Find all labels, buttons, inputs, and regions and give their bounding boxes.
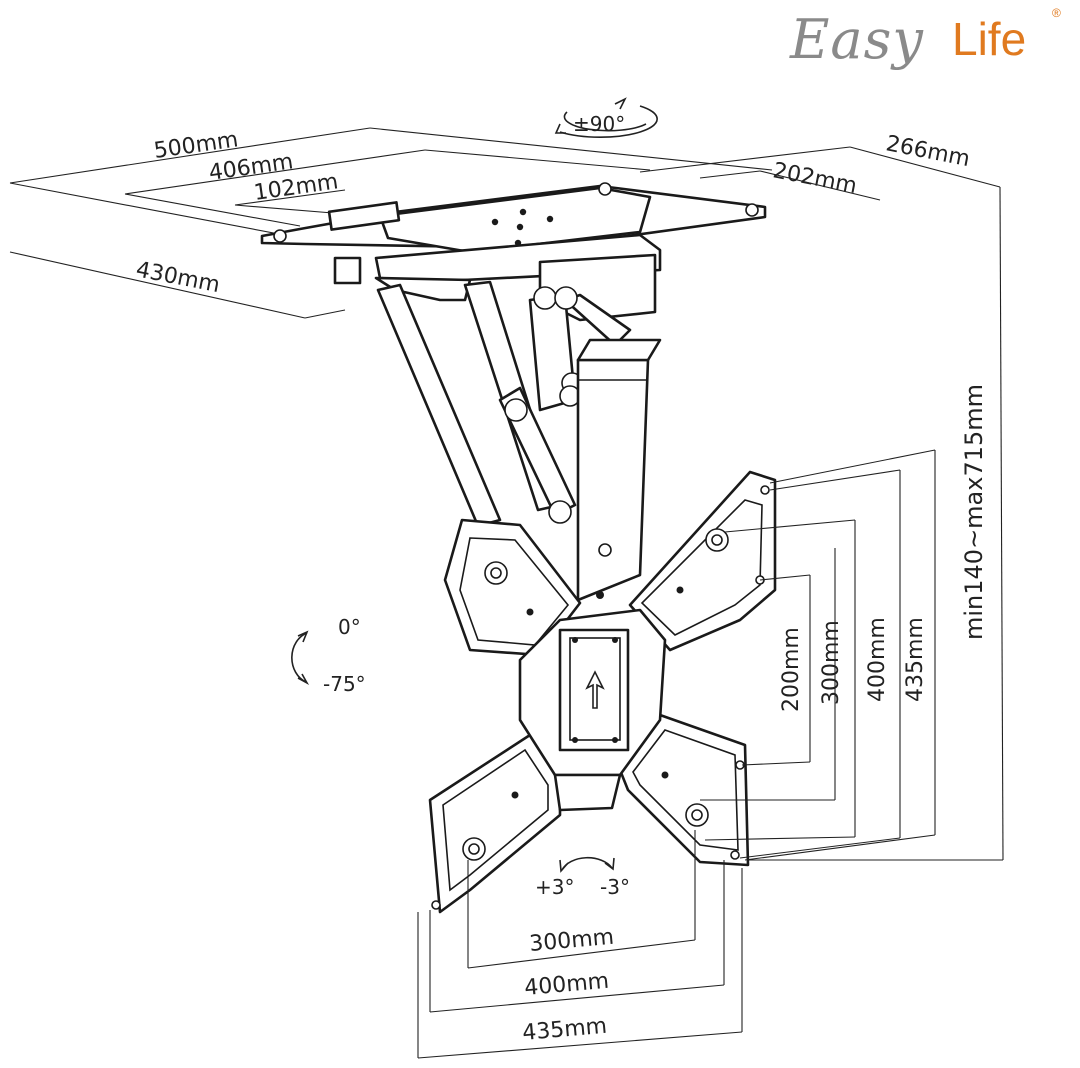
label-height: min140~max715mm [960, 384, 988, 640]
level-arrow [559, 856, 615, 873]
rotation-labels: ±90° 0° -75° +3° -3° [323, 112, 630, 899]
brand-life: Life [952, 13, 1027, 65]
telescopic-column [576, 338, 662, 602]
label-tilt-up: 0° [338, 615, 361, 639]
brand-logo: Easy Life ® [790, 2, 1080, 82]
folding-arms [376, 280, 632, 528]
label-vesa-v-400: 400mm [865, 617, 890, 702]
label-top-side-inner: 202mm [771, 158, 859, 199]
label-vesa-v-200: 200mm [779, 627, 804, 712]
label-vesa-h-435: 435mm [521, 1014, 608, 1046]
label-level-minus: -3° [600, 875, 630, 899]
label-level-plus: +3° [535, 875, 574, 899]
vesa-vertical-dimension-lines [700, 449, 936, 861]
label-vesa-h-300: 300mm [528, 925, 615, 957]
vesa-horizontal-dimension-lines [417, 830, 743, 1059]
label-swivel: ±90° [573, 112, 625, 136]
swivel-arrow [554, 97, 658, 138]
brand-registered-mark: ® [1052, 6, 1061, 20]
brand-easy: Easy [790, 8, 924, 71]
label-top-side-total: 266mm [884, 131, 972, 172]
tilt-arrow [291, 630, 310, 686]
label-vesa-v-300: 300mm [819, 620, 844, 705]
ceiling-plate [260, 182, 767, 254]
top-dimension-lines [9, 127, 1004, 861]
label-top-depth: 430mm [134, 257, 222, 298]
label-vesa-v-435: 435mm [903, 617, 928, 702]
label-tilt-down: -75° [323, 672, 366, 696]
vesa-plate [428, 470, 777, 914]
